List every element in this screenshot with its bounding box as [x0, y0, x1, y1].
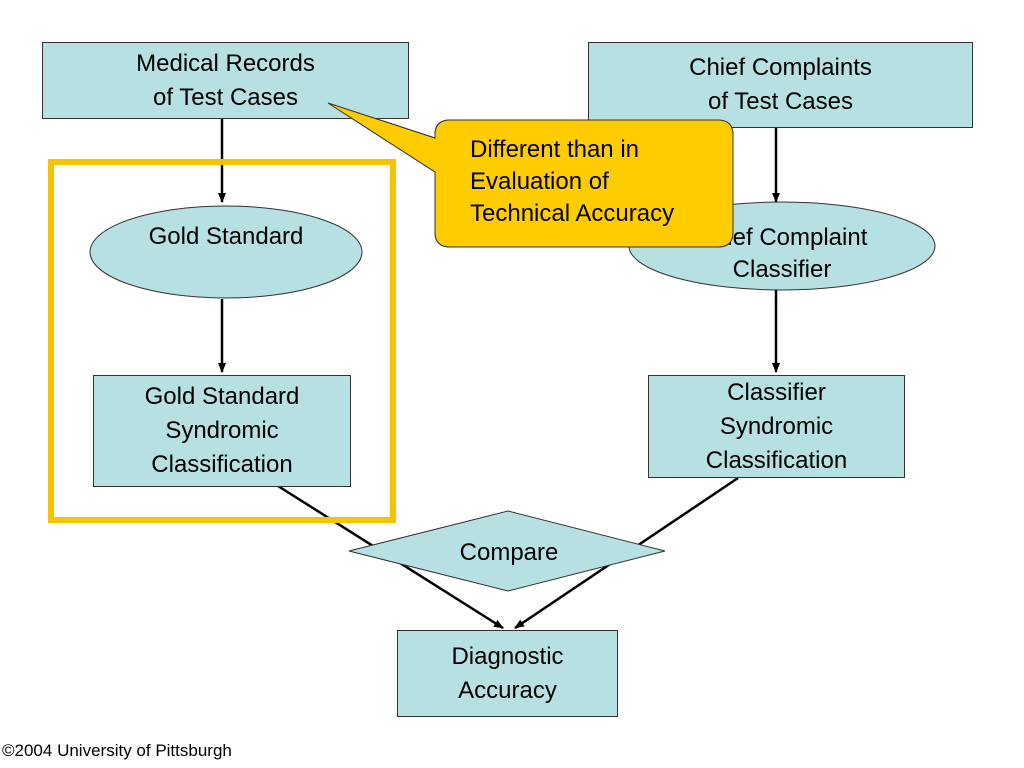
chief-complaint-classifier-label: Chief Complaint Classifier: [629, 220, 935, 288]
compare-text: Compare: [459, 539, 559, 566]
callout-line2: Evaluation of: [470, 168, 609, 195]
gold-standard-ellipse: [89, 205, 363, 299]
classifier-classification-node: Classifier Syndromic Classification: [648, 375, 905, 478]
diagnostic-accuracy-line2: Accuracy: [458, 676, 557, 704]
callout-line1: Different than in: [470, 136, 639, 163]
gold-classification-line1: Gold Standard: [144, 383, 300, 410]
gold-standard-highlight-frame: [48, 159, 396, 523]
classifier-classification-line1: Classifier: [727, 378, 826, 406]
chief-complaint-classifier-line2: Classifier: [732, 256, 832, 283]
gold-standard-label: Gold Standard: [90, 220, 362, 254]
gold-classification-line3: Classification: [151, 451, 293, 478]
gold-classification-line2: Syndromic: [165, 417, 279, 444]
diagnostic-accuracy-line1: Diagnostic: [451, 642, 564, 670]
diagnostic-accuracy-node: Diagnostic Accuracy: [397, 630, 618, 717]
chief-complaints-line2: of Test Cases: [708, 88, 853, 115]
gold-standard-classification-node: Gold Standard Syndromic Classification: [93, 375, 351, 487]
copyright-footer: ©2004 University of Pittsburgh: [2, 741, 232, 760]
chief-complaints-node: Chief Complaints of Test Cases: [588, 42, 973, 128]
compare-diamond: [348, 510, 666, 592]
classifier-classification-line2: Syndromic: [719, 412, 834, 440]
medical-records-node: Medical Records of Test Cases: [42, 42, 409, 119]
callout-text: Different than in Evaluation of Technica…: [470, 134, 730, 230]
callout-line3: Technical Accuracy: [470, 200, 675, 227]
medical-records-line2: of Test Cases: [153, 83, 298, 111]
compare-label: Compare: [409, 536, 609, 570]
chief-complaints-line1: Chief Complaints: [689, 54, 872, 81]
gold-standard-text: Gold Standard: [148, 223, 304, 250]
medical-records-line1: Medical Records: [136, 49, 315, 77]
classifier-classification-line3: Classification: [705, 446, 848, 474]
